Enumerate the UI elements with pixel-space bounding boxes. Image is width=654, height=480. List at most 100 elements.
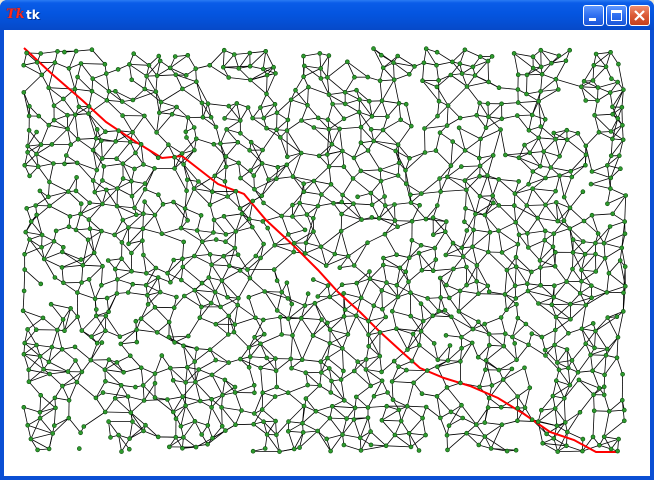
graph-node[interactable] — [475, 354, 481, 360]
graph-node[interactable] — [583, 341, 589, 347]
graph-node[interactable] — [200, 239, 205, 244]
graph-node[interactable] — [212, 173, 218, 179]
graph-node[interactable] — [261, 419, 266, 425]
graph-node[interactable] — [105, 258, 111, 263]
graph-node[interactable] — [60, 245, 66, 250]
graph-node[interactable] — [591, 408, 597, 414]
graph-node[interactable] — [259, 407, 265, 412]
graph-node[interactable] — [102, 61, 108, 67]
graph-node[interactable] — [113, 266, 118, 272]
graph-node[interactable] — [53, 228, 59, 234]
graph-node[interactable] — [159, 353, 165, 358]
graph-node[interactable] — [140, 383, 146, 388]
graph-node[interactable] — [33, 327, 39, 333]
graph-node[interactable] — [89, 47, 95, 53]
graph-node[interactable] — [185, 218, 190, 223]
graph-node[interactable] — [553, 250, 558, 255]
graph-node[interactable] — [398, 418, 404, 424]
graph-node[interactable] — [325, 117, 331, 122]
graph-node[interactable] — [25, 327, 30, 332]
graph-node[interactable] — [310, 277, 316, 282]
graph-node[interactable] — [432, 245, 438, 251]
graph-node[interactable] — [260, 390, 266, 396]
graph-node[interactable] — [133, 318, 139, 324]
graph-node[interactable] — [55, 327, 60, 333]
graph-node[interactable] — [66, 66, 72, 71]
graph-node[interactable] — [368, 429, 373, 434]
graph-node[interactable] — [464, 282, 469, 288]
graph-node[interactable] — [451, 266, 456, 272]
graph-node[interactable] — [554, 423, 560, 429]
graph-node[interactable] — [223, 154, 229, 159]
graph-node[interactable] — [435, 113, 440, 119]
graph-node[interactable] — [79, 280, 84, 285]
graph-node[interactable] — [154, 73, 160, 79]
graph-node[interactable] — [94, 313, 99, 319]
graph-node[interactable] — [290, 174, 296, 179]
graph-node[interactable] — [620, 371, 625, 377]
graph-node[interactable] — [596, 129, 602, 135]
graph-node[interactable] — [61, 280, 66, 286]
graph-node[interactable] — [403, 269, 409, 274]
graph-node[interactable] — [72, 344, 78, 350]
graph-node[interactable] — [420, 78, 425, 84]
graph-node[interactable] — [557, 173, 562, 178]
graph-node[interactable] — [37, 188, 43, 194]
graph-node[interactable] — [208, 115, 214, 120]
graph-node[interactable] — [130, 419, 135, 424]
graph-node[interactable] — [265, 225, 271, 231]
graph-node[interactable] — [198, 213, 204, 218]
graph-node[interactable] — [564, 347, 570, 352]
graph-node[interactable] — [114, 360, 120, 365]
graph-node[interactable] — [250, 448, 256, 454]
graph-node[interactable] — [86, 111, 91, 116]
graph-node[interactable] — [99, 228, 104, 234]
graph-node[interactable] — [51, 423, 57, 428]
graph-node[interactable] — [153, 89, 159, 95]
graph-node[interactable] — [236, 66, 242, 71]
graph-node[interactable] — [482, 212, 488, 218]
graph-node[interactable] — [459, 402, 464, 408]
graph-node[interactable] — [328, 448, 333, 454]
graph-node[interactable] — [233, 229, 239, 234]
graph-node[interactable] — [485, 249, 491, 255]
graph-node[interactable] — [515, 315, 521, 321]
graph-node[interactable] — [516, 155, 522, 161]
graph-node[interactable] — [515, 394, 520, 399]
graph-node[interactable] — [26, 113, 32, 119]
graph-node[interactable] — [51, 117, 57, 123]
graph-node[interactable] — [78, 211, 83, 217]
graph-node[interactable] — [596, 385, 602, 391]
graph-node[interactable] — [222, 179, 228, 184]
graph-node[interactable] — [490, 200, 496, 206]
graph-node[interactable] — [252, 411, 257, 416]
graph-node[interactable] — [443, 333, 449, 338]
graph-node[interactable] — [34, 151, 39, 157]
graph-node[interactable] — [522, 405, 528, 411]
graph-node[interactable] — [583, 98, 589, 103]
graph-node[interactable] — [237, 268, 243, 273]
graph-node[interactable] — [160, 201, 166, 207]
graph-node[interactable] — [341, 442, 347, 448]
graph-node[interactable] — [538, 64, 544, 70]
graph-node[interactable] — [477, 54, 483, 60]
graph-node[interactable] — [65, 112, 70, 118]
graph-node[interactable] — [141, 162, 146, 167]
graph-node[interactable] — [379, 417, 385, 423]
graph-node[interactable] — [338, 377, 344, 382]
graph-node[interactable] — [579, 279, 584, 284]
graph-node[interactable] — [422, 150, 428, 155]
graph-node[interactable] — [564, 137, 570, 142]
graph-node[interactable] — [233, 422, 238, 428]
graph-node[interactable] — [535, 215, 541, 221]
graph-node[interactable] — [210, 435, 215, 441]
graph-node[interactable] — [341, 314, 347, 319]
graph-node[interactable] — [250, 224, 255, 230]
graph-node[interactable] — [325, 283, 331, 288]
graph-node[interactable] — [119, 256, 124, 261]
graph-node[interactable] — [561, 194, 567, 200]
graph-node[interactable] — [536, 301, 541, 306]
graph-node[interactable] — [259, 193, 265, 199]
graph-node[interactable] — [444, 385, 450, 390]
graph-node[interactable] — [445, 103, 451, 108]
